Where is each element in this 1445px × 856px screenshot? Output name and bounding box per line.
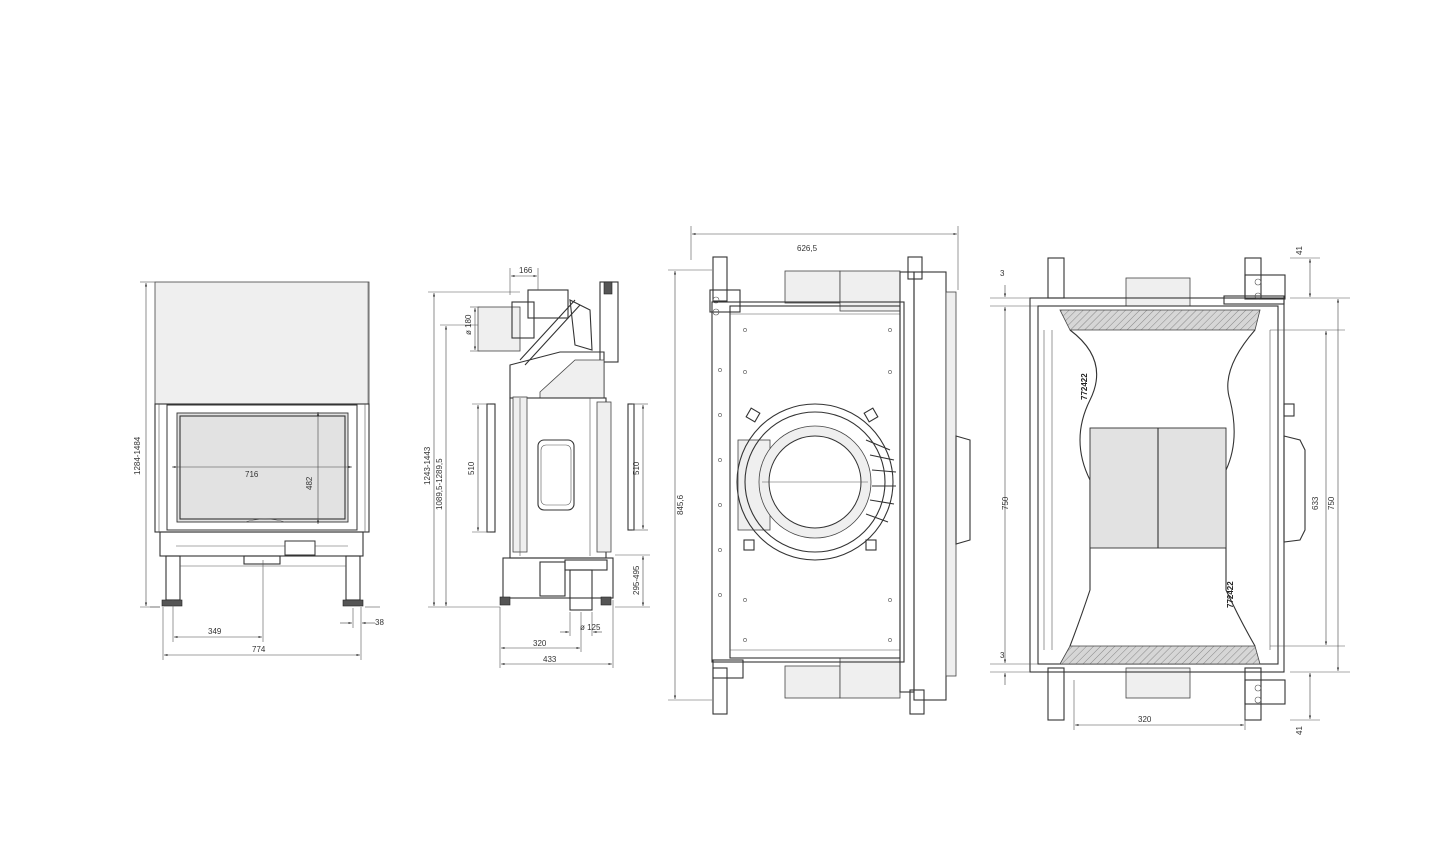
side-view	[428, 268, 650, 668]
side-base	[502, 557, 614, 599]
top-main-plate	[711, 301, 905, 663]
front-leg-left	[165, 555, 181, 601]
bottom-height-right-label: 750	[1327, 496, 1336, 510]
bottom-inner-height-label: 633	[1311, 496, 1320, 510]
side-door-height-right-label: 510	[632, 461, 641, 475]
front-total-width-label: 774	[252, 645, 266, 654]
bottom-part-number-2: 772422	[1226, 581, 1235, 608]
top-view	[668, 226, 971, 715]
side-door-height-left-label: 510	[467, 461, 476, 475]
bottom-bottom-offset-label: 41	[1295, 726, 1304, 735]
front-leg-right	[345, 555, 361, 601]
front-view	[140, 281, 380, 660]
side-top-offset-label: 166	[519, 266, 533, 275]
front-foot-offset-label: 38	[375, 618, 384, 627]
side-height-1-label: 1243-1443	[423, 446, 432, 485]
bottom-brick-bottom	[1059, 645, 1261, 665]
front-glass	[176, 412, 349, 523]
side-air-diameter-label: ø 125	[580, 623, 601, 632]
top-depth-label: 845,6	[676, 494, 685, 515]
front-width-label: 716	[245, 470, 259, 479]
side-height-2-label: 1089,5-1289,5	[435, 458, 444, 510]
bottom-top-gap-label: 3	[1000, 269, 1005, 278]
bottom-view	[990, 257, 1350, 730]
top-width-label: 626,5	[797, 244, 818, 253]
dimension-labels: 716 482 1284-1484 349 774 38 166 ø 180 1…	[133, 244, 1336, 735]
bottom-part-number-1: 772422	[1080, 373, 1089, 400]
side-flue-diameter-label: ø 180	[464, 314, 473, 335]
front-base	[159, 531, 364, 557]
front-left-offset-label: 349	[208, 627, 222, 636]
side-depth-1-label: 320	[533, 639, 547, 648]
side-flue-outlet	[477, 306, 521, 352]
top-flue-ring-outer	[736, 403, 894, 561]
front-height-label: 482	[305, 476, 314, 490]
bottom-brick-top	[1059, 309, 1261, 331]
side-base-height-label: 295-495	[632, 565, 641, 595]
front-hood	[154, 281, 370, 405]
side-depth-2-label: 433	[543, 655, 557, 664]
bottom-bottom-gap-label: 3	[1000, 651, 1005, 660]
bottom-width-label: 320	[1138, 715, 1152, 724]
bottom-top-offset-label: 41	[1295, 246, 1304, 255]
front-total-height-label: 1284-1484	[133, 436, 142, 475]
bottom-height-left-label: 750	[1001, 496, 1010, 510]
